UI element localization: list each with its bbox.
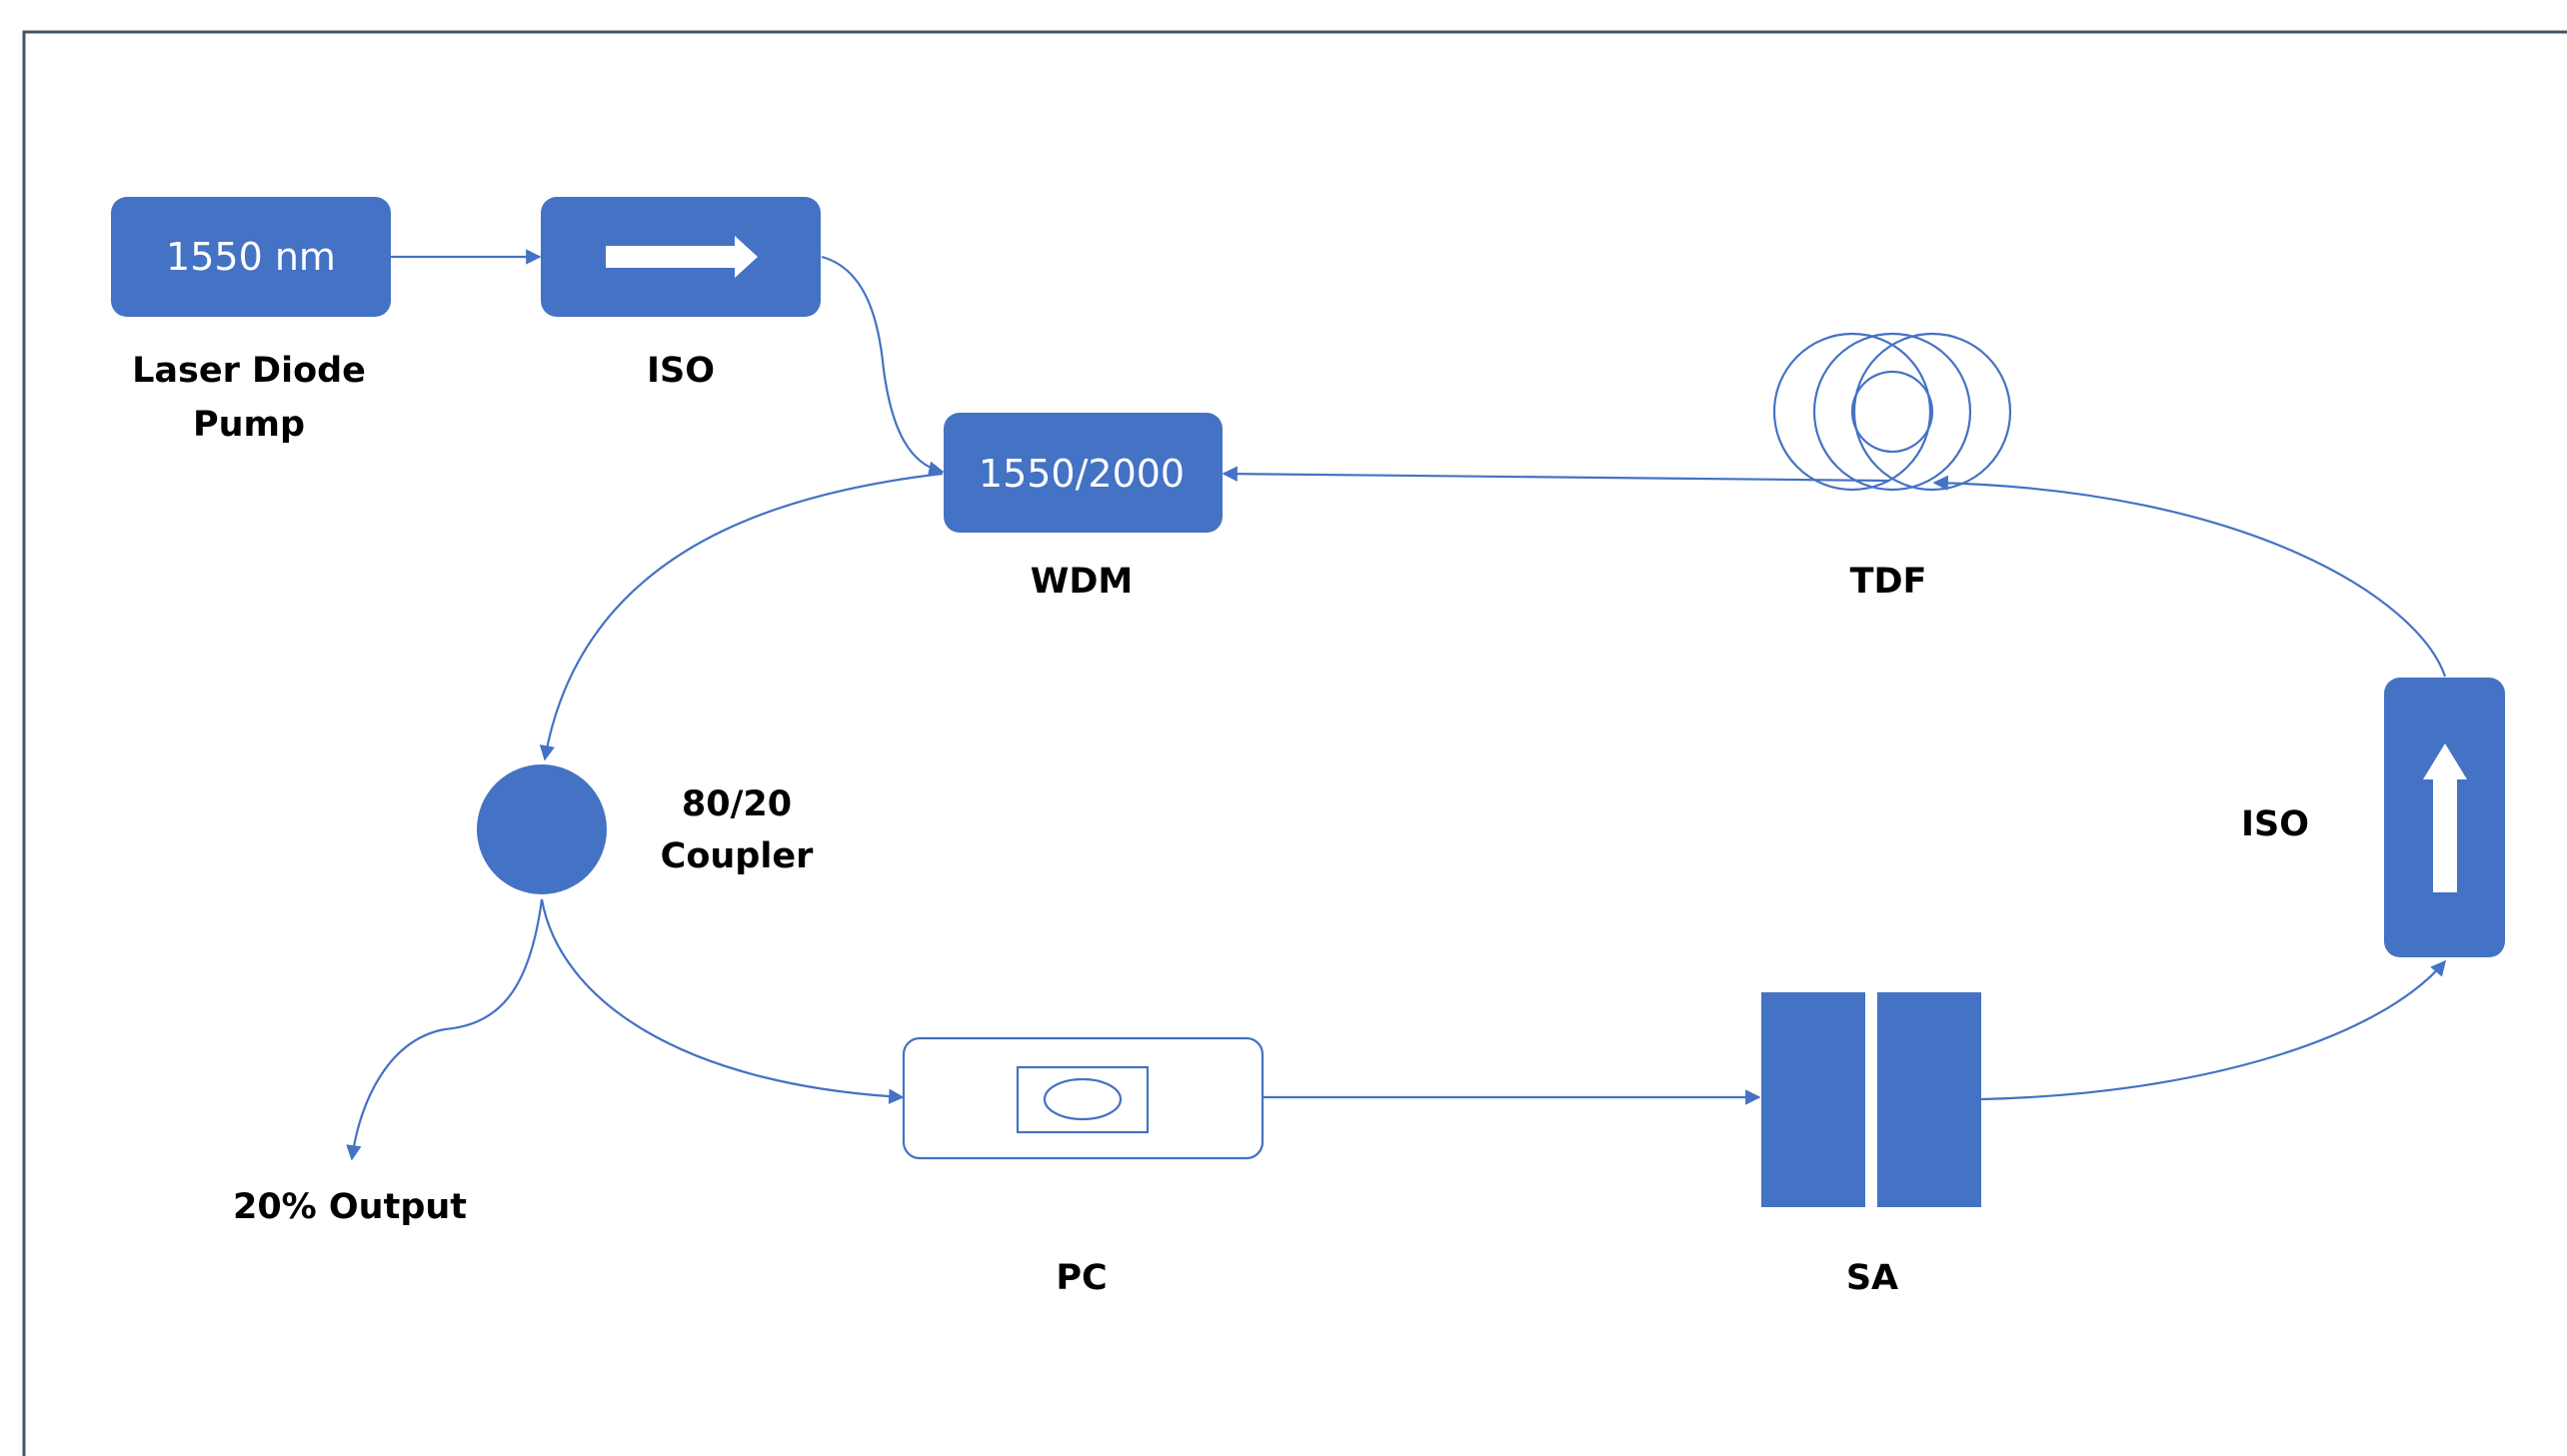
laser-label-line1: Laser Diode	[132, 351, 366, 391]
fiber-iso-to-tdf	[1932, 475, 2447, 678]
frame-border	[22, 30, 2567, 1456]
laser-label-line2: Pump	[193, 405, 305, 445]
laser-wavelength-text: 1550 nm	[166, 235, 336, 279]
fiber-coupler-to-pc	[540, 898, 905, 1104]
iso-right-label: ISO	[2241, 804, 2309, 844]
tdf-label: TDF	[1850, 562, 1927, 602]
polarization-controller-icon	[1016, 1065, 1150, 1134]
sa-label: SA	[1846, 1258, 1898, 1298]
fiber-coupler-to-output	[346, 898, 544, 1161]
fiber-coil-icon	[1772, 332, 2012, 492]
isolator-right	[2384, 678, 2505, 957]
saturable-absorber	[1761, 992, 1981, 1207]
coupler-80-20	[477, 764, 607, 894]
coupler-label-line2: Coupler	[661, 836, 814, 876]
laser-diode-pump: 1550 nm	[111, 197, 391, 317]
wdm-wavelength-text: 1550/2000	[979, 452, 1185, 496]
iso-top-label: ISO	[647, 351, 715, 391]
wdm-component: 1550/2000	[944, 413, 1223, 533]
wdm-label: WDM	[1031, 562, 1134, 602]
output-label: 20% Output	[233, 1187, 467, 1227]
arrow-right-icon	[606, 236, 758, 278]
fiber-iso-to-wdm	[821, 255, 945, 477]
fiber-sa-to-iso	[1980, 959, 2446, 1101]
coupler-label-line1: 80/20	[682, 784, 792, 824]
fiber-tdf-to-wdm	[1222, 466, 1890, 483]
fiber-wdm-to-coupler	[539, 472, 944, 761]
isolator-top	[541, 197, 821, 317]
polarization-controller	[902, 1036, 1265, 1160]
pc-label: PC	[1056, 1258, 1107, 1298]
arrow-up-icon	[2423, 743, 2467, 892]
